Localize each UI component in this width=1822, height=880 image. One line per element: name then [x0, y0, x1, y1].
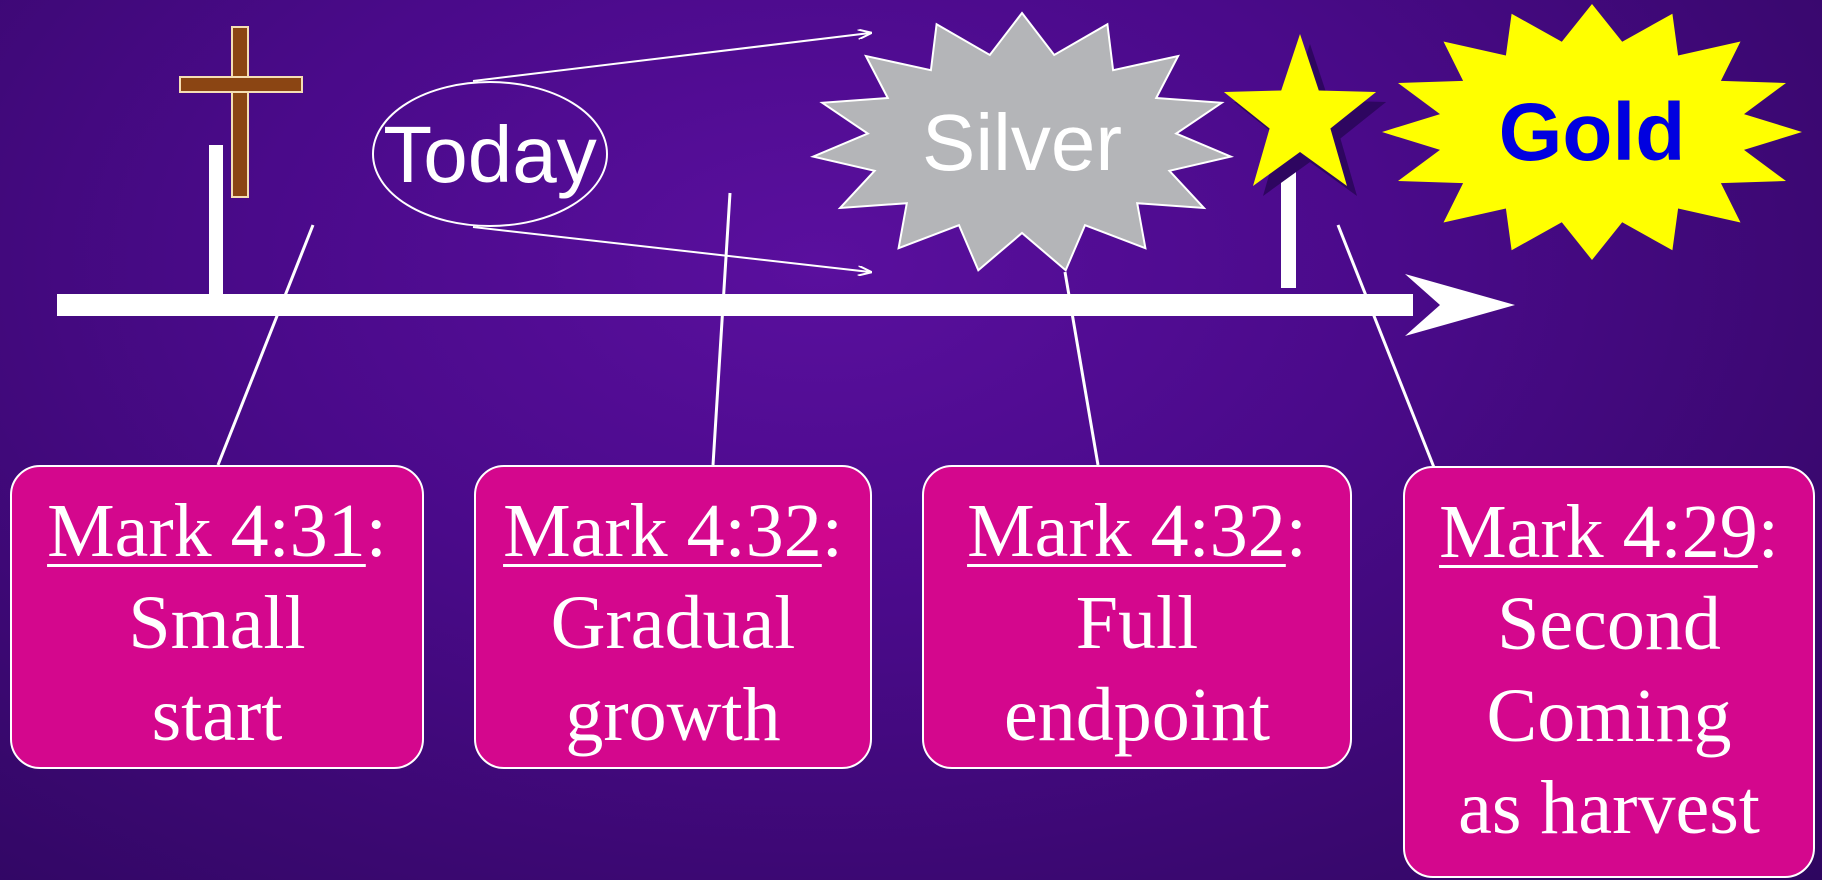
silver-label: Silver	[922, 98, 1122, 187]
box-reference: Mark 4:32:	[967, 489, 1307, 573]
cross-marker-post	[209, 145, 223, 297]
cross-icon	[179, 26, 303, 198]
mark-box-second-coming: Mark 4:29: Second Coming as harvest	[1403, 466, 1815, 878]
box-text-line: Coming	[1486, 674, 1732, 758]
timeline-axis	[57, 294, 1413, 316]
gold-burst	[1382, 4, 1802, 260]
connector-line-3	[1063, 271, 1100, 466]
today-arrow-bottom	[472, 226, 870, 272]
star-marker-post	[1281, 170, 1296, 288]
box-text-line: endpoint	[1004, 673, 1270, 757]
mark-box-gradual-growth: Mark 4:32: Gradual growth	[474, 465, 872, 769]
today-label: Today	[383, 110, 596, 199]
mark-box-full-endpoint: Mark 4:32: Full endpoint	[922, 465, 1352, 769]
mark-box-small-start: Mark 4:31: Small start	[10, 465, 424, 769]
box-text-line: growth	[565, 673, 781, 757]
star-icon	[1223, 34, 1387, 196]
today-ellipse	[372, 81, 608, 227]
box-reference: Mark 4:29:	[1439, 490, 1779, 574]
silver-burst	[809, 11, 1235, 272]
today-arrow-top	[472, 33, 870, 82]
box-text-line: Small	[128, 581, 306, 665]
box-text-line: as harvest	[1458, 766, 1760, 850]
connector-line-4	[1336, 224, 1437, 471]
connector-line-1	[216, 224, 315, 466]
box-text-line: start	[151, 673, 283, 757]
timeline-arrowhead	[1405, 274, 1515, 336]
box-text-line: Full	[1075, 581, 1199, 665]
box-reference: Mark 4:31:	[47, 489, 387, 573]
connector-line-2	[711, 192, 732, 466]
box-text-line: Second	[1497, 582, 1721, 666]
box-text-line: Gradual	[550, 581, 796, 665]
box-reference: Mark 4:32:	[503, 489, 843, 573]
gold-label: Gold	[1499, 87, 1686, 178]
